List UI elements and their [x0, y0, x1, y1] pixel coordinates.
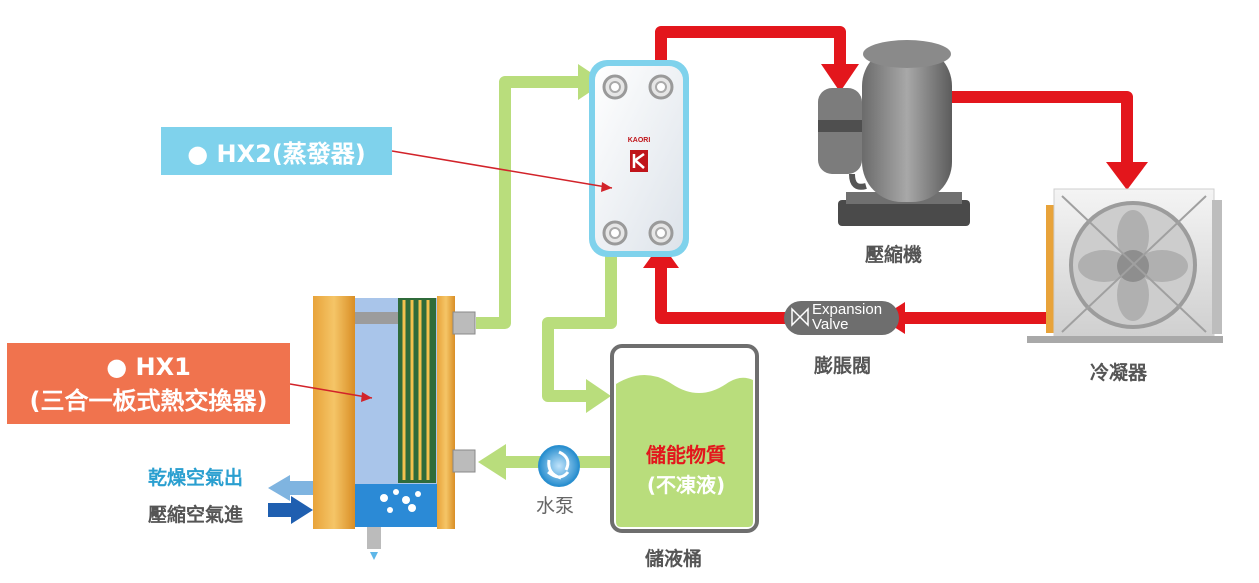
hx1-label: ● HX1 (三合一板式熱交換器) [7, 343, 290, 424]
pointer-lines [289, 150, 613, 399]
arrow-right-icon [268, 496, 313, 524]
compressor-icon [818, 40, 970, 226]
heat-exchanger-icon [313, 296, 476, 560]
hx1-label-line2: (三合一板式熱交換器) [29, 386, 268, 415]
arrow-down-icon [1106, 162, 1148, 190]
expansion-valve-en-label: Expansion Valve [812, 302, 882, 332]
expansion-valve-caption: 膨脹閥 [814, 355, 872, 377]
brand-label: KAORI [627, 137, 651, 144]
evaporator-plate-heat-exchanger [589, 60, 689, 257]
hx2-label-text: ● HX2(蒸發器) [187, 139, 366, 168]
storage-tank-icon [610, 344, 759, 533]
arrow-left-icon [478, 444, 506, 480]
valve-icon [784, 301, 899, 335]
dry-air-out-caption: 乾燥空氣出 [148, 467, 244, 489]
pump-icon [538, 445, 580, 487]
hx1-label-line1: ● HX1 [106, 352, 191, 381]
compressor-caption: 壓縮機 [865, 244, 923, 266]
arrow-right-icon [586, 379, 611, 413]
water-pump-caption: 水泵 [536, 495, 575, 517]
expansion-valve-en-line1: Expansion [812, 301, 883, 318]
storage-tank-caption: 儲液桶 [645, 548, 703, 570]
arrow-down-icon [821, 64, 859, 92]
condenser-caption: 冷凝器 [1090, 362, 1148, 384]
arrow-right-icon [601, 182, 612, 192]
refrigerant-pipes [655, 26, 1133, 324]
tank-content-label: 儲能物質 (不凍液) [612, 440, 760, 500]
expansion-valve-en-line2: Valve [812, 316, 849, 333]
brand-logo-icon [630, 150, 648, 172]
air-arrows [268, 475, 313, 524]
compressed-air-in-caption: 壓縮空氣進 [148, 504, 244, 526]
storage-medium-label: 儲能物質 [646, 443, 726, 467]
condenser-fan-icon [1027, 188, 1223, 343]
arrow-left-icon [268, 475, 313, 501]
hx2-label: ● HX2(蒸發器) [161, 127, 392, 175]
arrow-right-icon [361, 392, 372, 402]
antifreeze-label: (不凍液) [646, 473, 726, 497]
